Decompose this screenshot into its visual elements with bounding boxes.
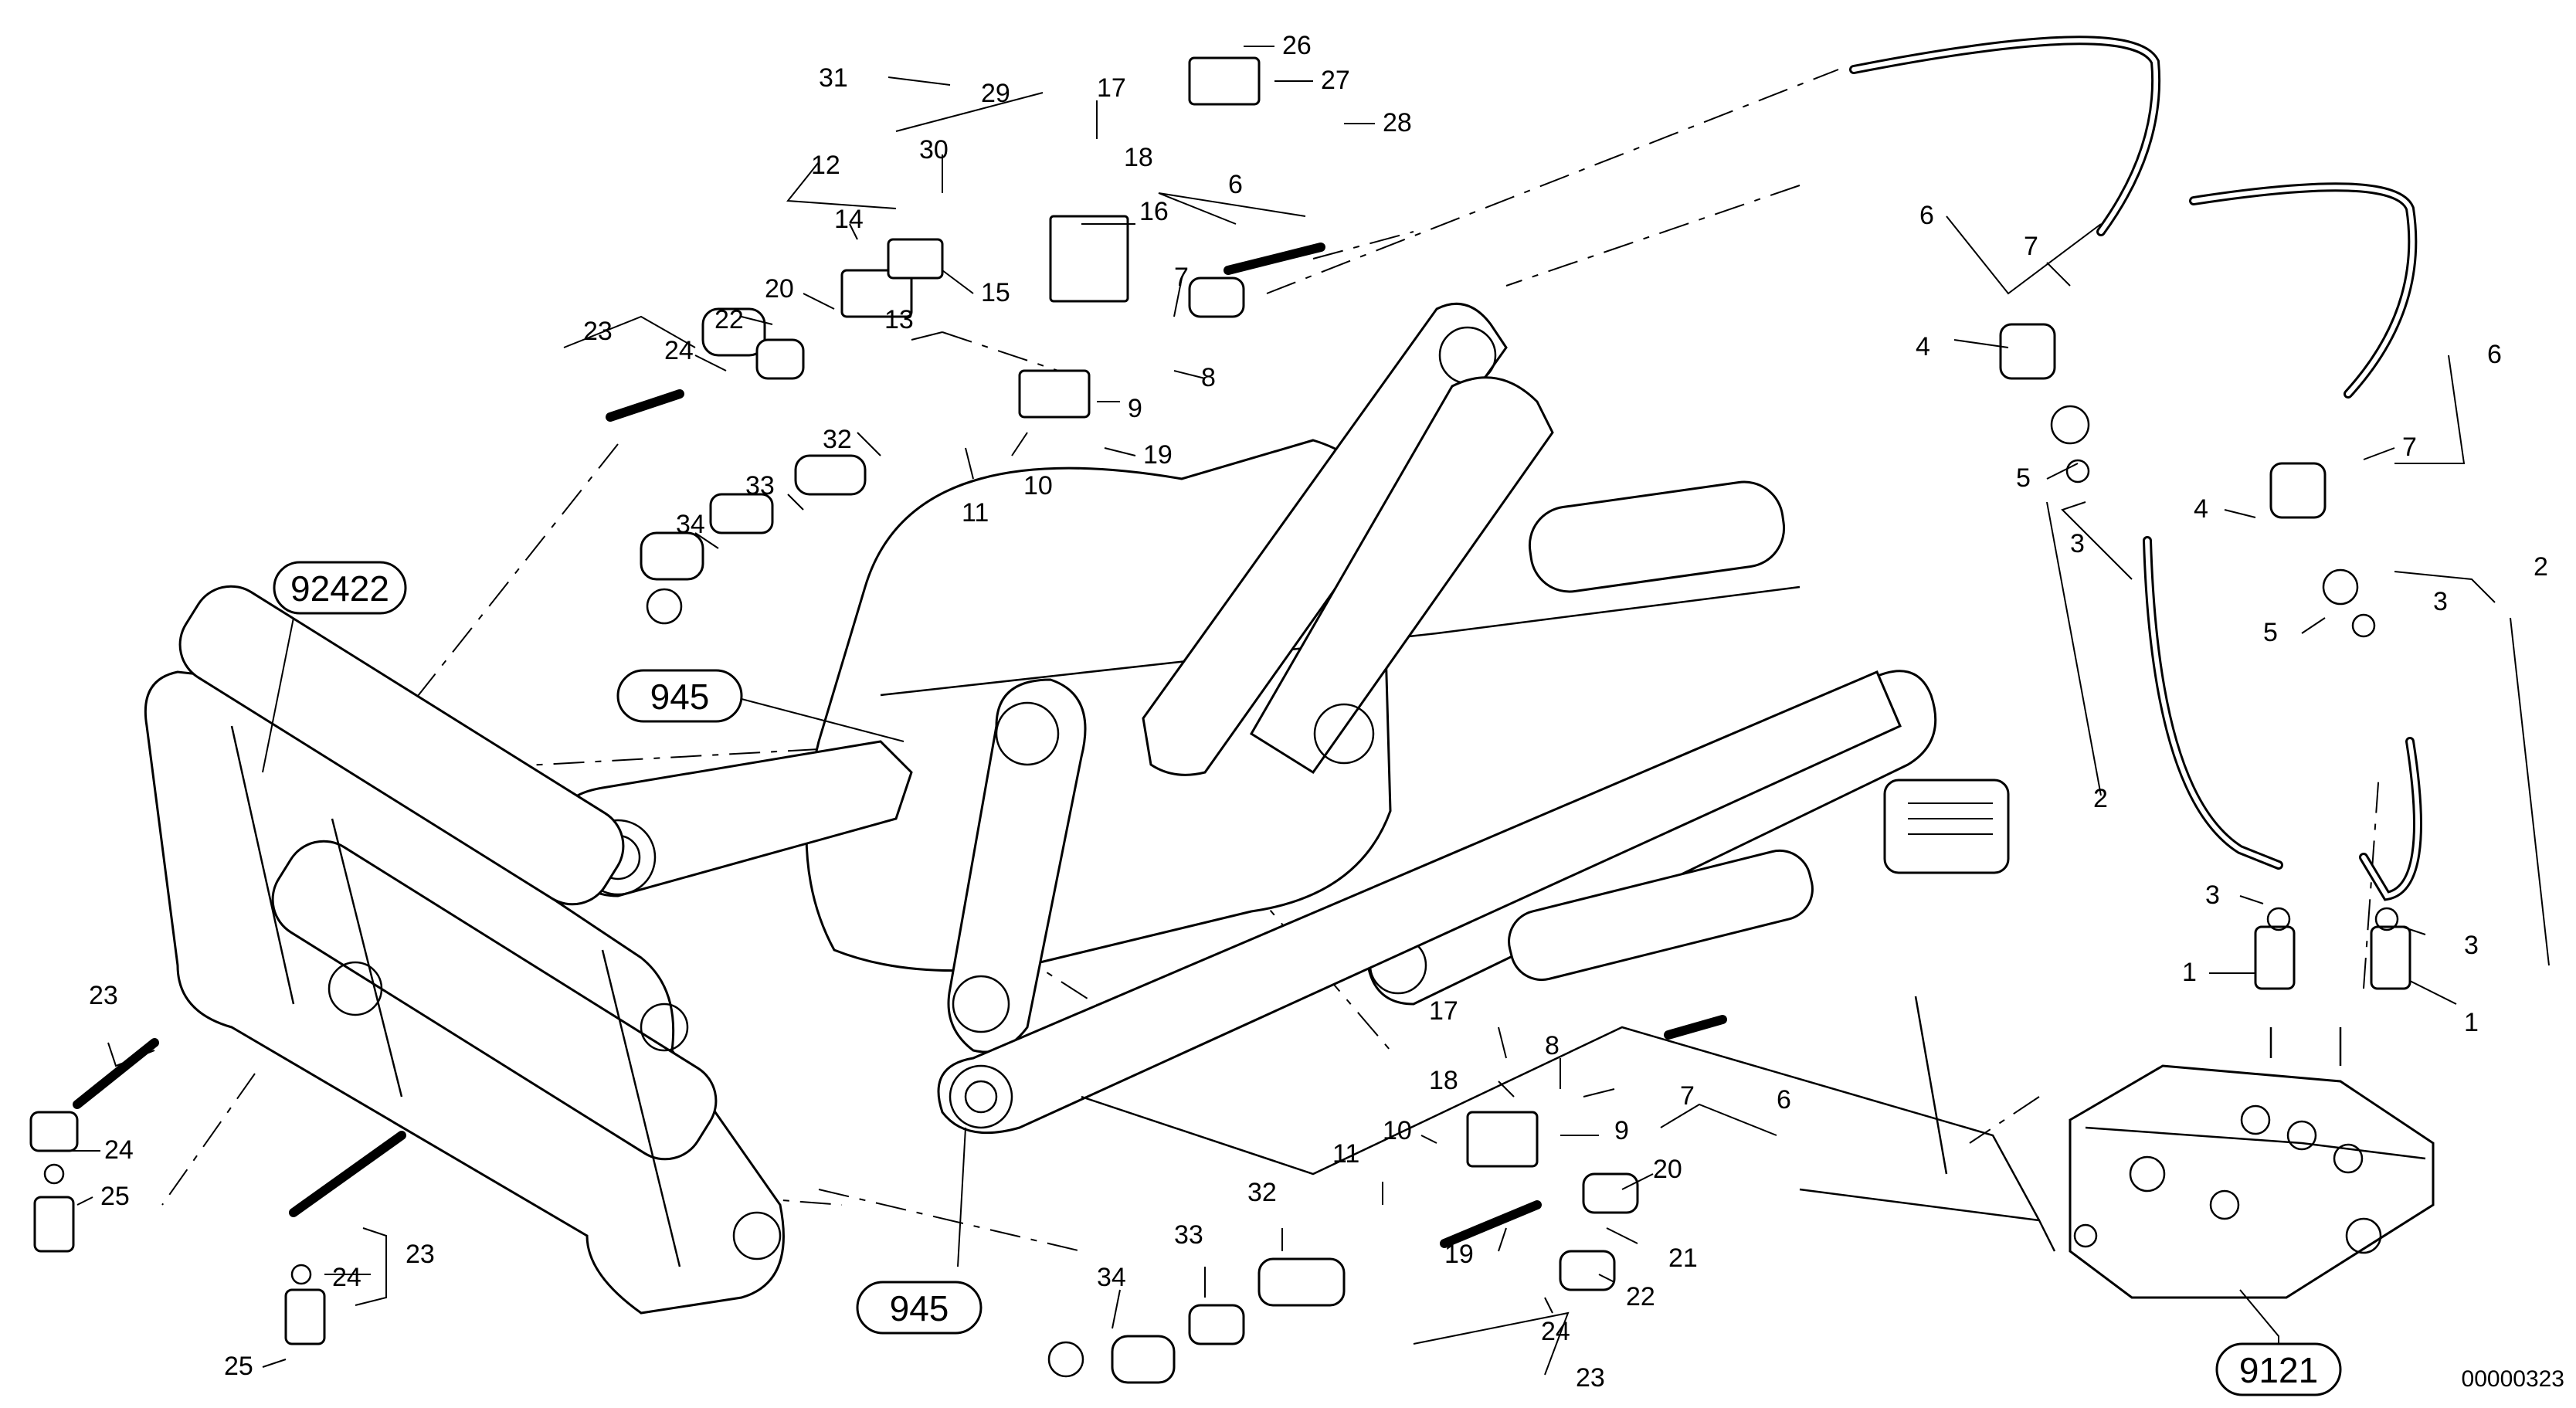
callout-21-bottom: 21 xyxy=(1668,1243,1698,1273)
callout-33: 33 xyxy=(745,471,775,500)
callout-31: 31 xyxy=(819,63,848,93)
callout-3-right-c: 3 xyxy=(2205,880,2220,910)
callout-3-right-b: 3 xyxy=(2433,587,2448,616)
callout-10: 10 xyxy=(1023,471,1053,500)
callout-17: 17 xyxy=(1097,73,1126,103)
callout-32: 32 xyxy=(823,425,852,454)
reference-92422: 92422 xyxy=(273,561,407,615)
callout-34: 34 xyxy=(676,510,705,539)
reference-9121: 9121 xyxy=(2215,1342,2342,1396)
callout-18-bottom: 18 xyxy=(1429,1066,1458,1095)
callout-23-left-b: 23 xyxy=(406,1240,435,1269)
reference-945-upper: 945 xyxy=(616,669,743,723)
callout-18: 18 xyxy=(1124,143,1153,172)
svg-text:945: 945 xyxy=(890,1288,949,1328)
callout-29: 29 xyxy=(981,79,1010,108)
fitting-components xyxy=(29,56,2411,1384)
callout-11: 11 xyxy=(962,498,989,528)
callout-24: 24 xyxy=(664,336,694,365)
reference-labels: 92422 945 945 9121 xyxy=(273,561,2342,1396)
callout-2-right-b: 2 xyxy=(2093,784,2108,813)
callout-24-left-b: 24 xyxy=(332,1263,361,1292)
reference-945-lower: 945 xyxy=(856,1281,983,1335)
callout-3-right-a: 3 xyxy=(2070,529,2085,558)
svg-text:9121: 9121 xyxy=(2239,1350,2318,1390)
callout-33-bottom: 33 xyxy=(1174,1220,1203,1250)
callout-4-right-b: 4 xyxy=(2194,494,2208,524)
callout-9: 9 xyxy=(1128,394,1142,423)
callout-12: 12 xyxy=(811,151,840,180)
callout-24-left-a: 24 xyxy=(104,1135,134,1165)
callout-20: 20 xyxy=(765,274,794,304)
leader-lines xyxy=(46,46,2550,1376)
svg-text:92422: 92422 xyxy=(290,568,389,609)
control-valve-block xyxy=(2069,1027,2435,1299)
callout-22-bottom: 22 xyxy=(1626,1282,1655,1311)
callout-13: 13 xyxy=(884,305,914,334)
loader-arm-frame xyxy=(562,302,2056,1252)
callout-11-bottom: 11 xyxy=(1332,1139,1359,1169)
document-number: 00000323 xyxy=(2462,1366,2564,1392)
callout-32-bottom: 32 xyxy=(1247,1178,1277,1207)
quick-coupler xyxy=(144,585,785,1315)
callout-9-bottom: 9 xyxy=(1614,1116,1629,1145)
svg-text:945: 945 xyxy=(650,677,710,717)
callout-6-right-b: 6 xyxy=(2487,340,2502,369)
headlight-icon xyxy=(1883,779,2010,874)
callout-17-bottom: 17 xyxy=(1429,996,1458,1026)
callout-34-bottom: 34 xyxy=(1097,1263,1126,1292)
callout-6-bottom: 6 xyxy=(1777,1085,1791,1115)
callout-28: 28 xyxy=(1383,108,1412,137)
callout-7-right-b: 7 xyxy=(2402,433,2417,462)
callout-23-bottom: 23 xyxy=(1576,1363,1605,1393)
callout-3-right-d: 3 xyxy=(2464,931,2479,960)
callout-7-right-a: 7 xyxy=(2024,232,2038,261)
callout-4-right-a: 4 xyxy=(1916,332,1930,361)
callout-15: 15 xyxy=(981,278,1010,307)
callout-5-right-b: 5 xyxy=(2263,618,2278,647)
callout-6: 6 xyxy=(1228,170,1243,199)
callout-24-bottom: 24 xyxy=(1541,1317,1570,1346)
callout-5-right-a: 5 xyxy=(2016,463,2031,493)
hydraulic-hoses xyxy=(73,36,2422,1248)
callout-25-left-a: 25 xyxy=(100,1182,130,1211)
callout-14: 14 xyxy=(834,205,864,234)
callout-30: 30 xyxy=(919,135,949,165)
callout-7-bottom: 7 xyxy=(1680,1081,1695,1111)
callout-16: 16 xyxy=(1139,197,1169,226)
callout-25-left-b: 25 xyxy=(224,1352,253,1381)
callout-19: 19 xyxy=(1143,440,1173,470)
callout-23: 23 xyxy=(583,317,613,346)
callout-27: 27 xyxy=(1321,66,1350,95)
callout-6-right-a: 6 xyxy=(1919,201,1934,230)
callout-23-left-a: 23 xyxy=(89,981,118,1010)
callout-22: 22 xyxy=(714,305,744,334)
callout-1-right-b: 1 xyxy=(2464,1008,2479,1037)
callout-2-right-a: 2 xyxy=(2534,552,2548,582)
callout-19-bottom: 19 xyxy=(1444,1240,1474,1269)
callout-1-right-a: 1 xyxy=(2182,958,2197,987)
callout-8: 8 xyxy=(1201,363,1216,392)
callout-labels: 31 29 17 26 27 28 30 18 12 16 6 14 15 20… xyxy=(89,31,2548,1393)
callout-26: 26 xyxy=(1282,31,1312,60)
callout-20-bottom: 20 xyxy=(1653,1155,1682,1184)
callout-8-bottom: 8 xyxy=(1545,1031,1560,1060)
callout-7-top: 7 xyxy=(1174,263,1189,292)
callout-10-bottom: 10 xyxy=(1383,1116,1412,1145)
